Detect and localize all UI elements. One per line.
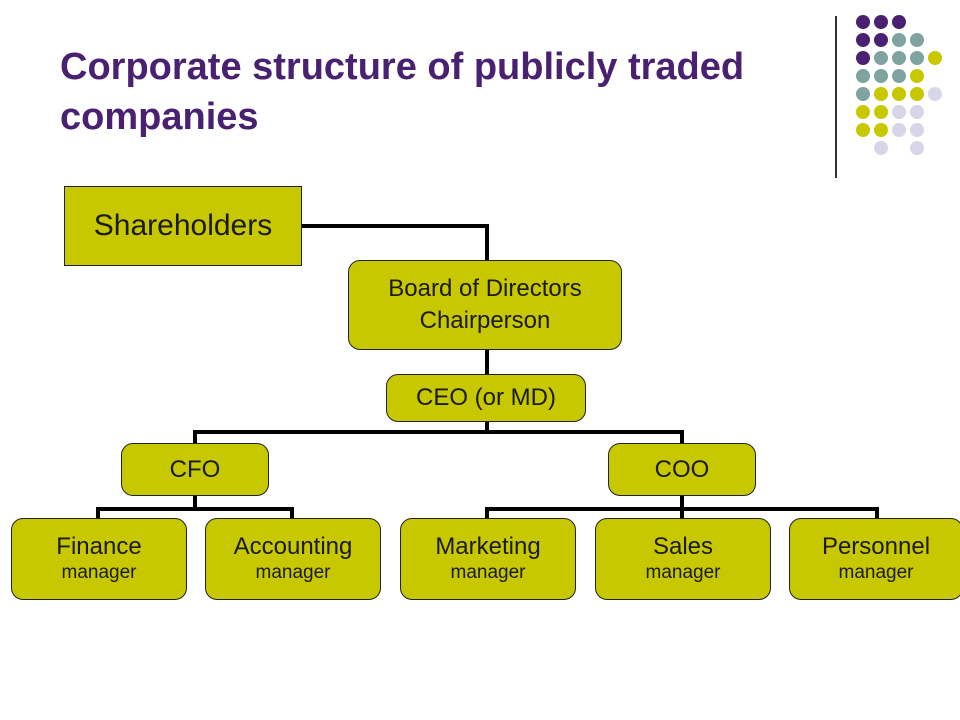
connector-ceo-coo [485, 430, 684, 445]
node-sublabel: manager [61, 562, 137, 583]
decor-dot [928, 87, 942, 101]
decor-dot [910, 105, 924, 119]
decor-dot [874, 105, 888, 119]
node-label: CEO (or MD) [416, 384, 556, 411]
decor-dot [874, 15, 888, 29]
node-label: Marketing [435, 533, 541, 560]
decor-dot [928, 51, 942, 65]
node-label: Board of Directors [388, 275, 582, 302]
node-coo: COO [608, 443, 756, 496]
decor-dot [856, 51, 870, 65]
node-sublabel: manager [255, 562, 331, 583]
node-marketing-manager: Marketing manager [400, 518, 576, 600]
decor-dot [892, 87, 906, 101]
node-label: CFO [169, 455, 221, 483]
decor-dot [892, 51, 906, 65]
decor-dot [856, 87, 870, 101]
decor-dot [910, 69, 924, 83]
node-board-of-directors: Board of Directors Chairperson [348, 260, 622, 350]
node-ceo: CEO (or MD) [386, 374, 586, 422]
decor-dot [856, 33, 870, 47]
decor-dot [874, 141, 888, 155]
node-label: Accounting [233, 533, 353, 560]
node-cfo: CFO [121, 443, 269, 496]
decor-dot [910, 51, 924, 65]
decor-dot [856, 15, 870, 29]
connector-cfo-branches [96, 507, 294, 520]
slide-title: Corporate structure of publicly traded c… [60, 46, 745, 138]
node-sales-manager: Sales manager [595, 518, 771, 600]
decor-dot [874, 33, 888, 47]
decor-dot [874, 69, 888, 83]
node-label: Finance [56, 533, 142, 560]
decor-dot [874, 123, 888, 137]
node-accounting-manager: Accounting manager [205, 518, 381, 600]
decor-dot [892, 105, 906, 119]
decor-dot [874, 87, 888, 101]
decor-dot [892, 69, 906, 83]
node-label: COO [654, 455, 710, 483]
decor-dot [856, 123, 870, 137]
node-label: Personnel [821, 533, 931, 560]
divider-line [835, 16, 837, 178]
node-sublabel: Chairperson [419, 307, 551, 334]
node-sublabel: manager [450, 562, 526, 583]
connector-ceo-cfo [193, 430, 489, 445]
decor-dot [910, 33, 924, 47]
node-personnel-manager: Personnel manager [789, 518, 960, 600]
decor-dot [910, 141, 924, 155]
connector-shareholders-board [300, 224, 489, 262]
decor-dot [856, 105, 870, 119]
decor-dot [874, 51, 888, 65]
node-sublabel: manager [838, 562, 914, 583]
decor-dot [910, 87, 924, 101]
decorative-dot-grid [856, 15, 942, 155]
node-finance-manager: Finance manager [11, 518, 187, 600]
decor-dot [892, 123, 906, 137]
node-sublabel: manager [645, 562, 721, 583]
node-label: Sales [652, 533, 714, 560]
decor-dot [892, 33, 906, 47]
decor-dot [856, 69, 870, 83]
decor-dot [910, 123, 924, 137]
node-label: Shareholders [93, 209, 273, 242]
node-shareholders: Shareholders [64, 186, 302, 266]
decor-dot [892, 15, 906, 29]
